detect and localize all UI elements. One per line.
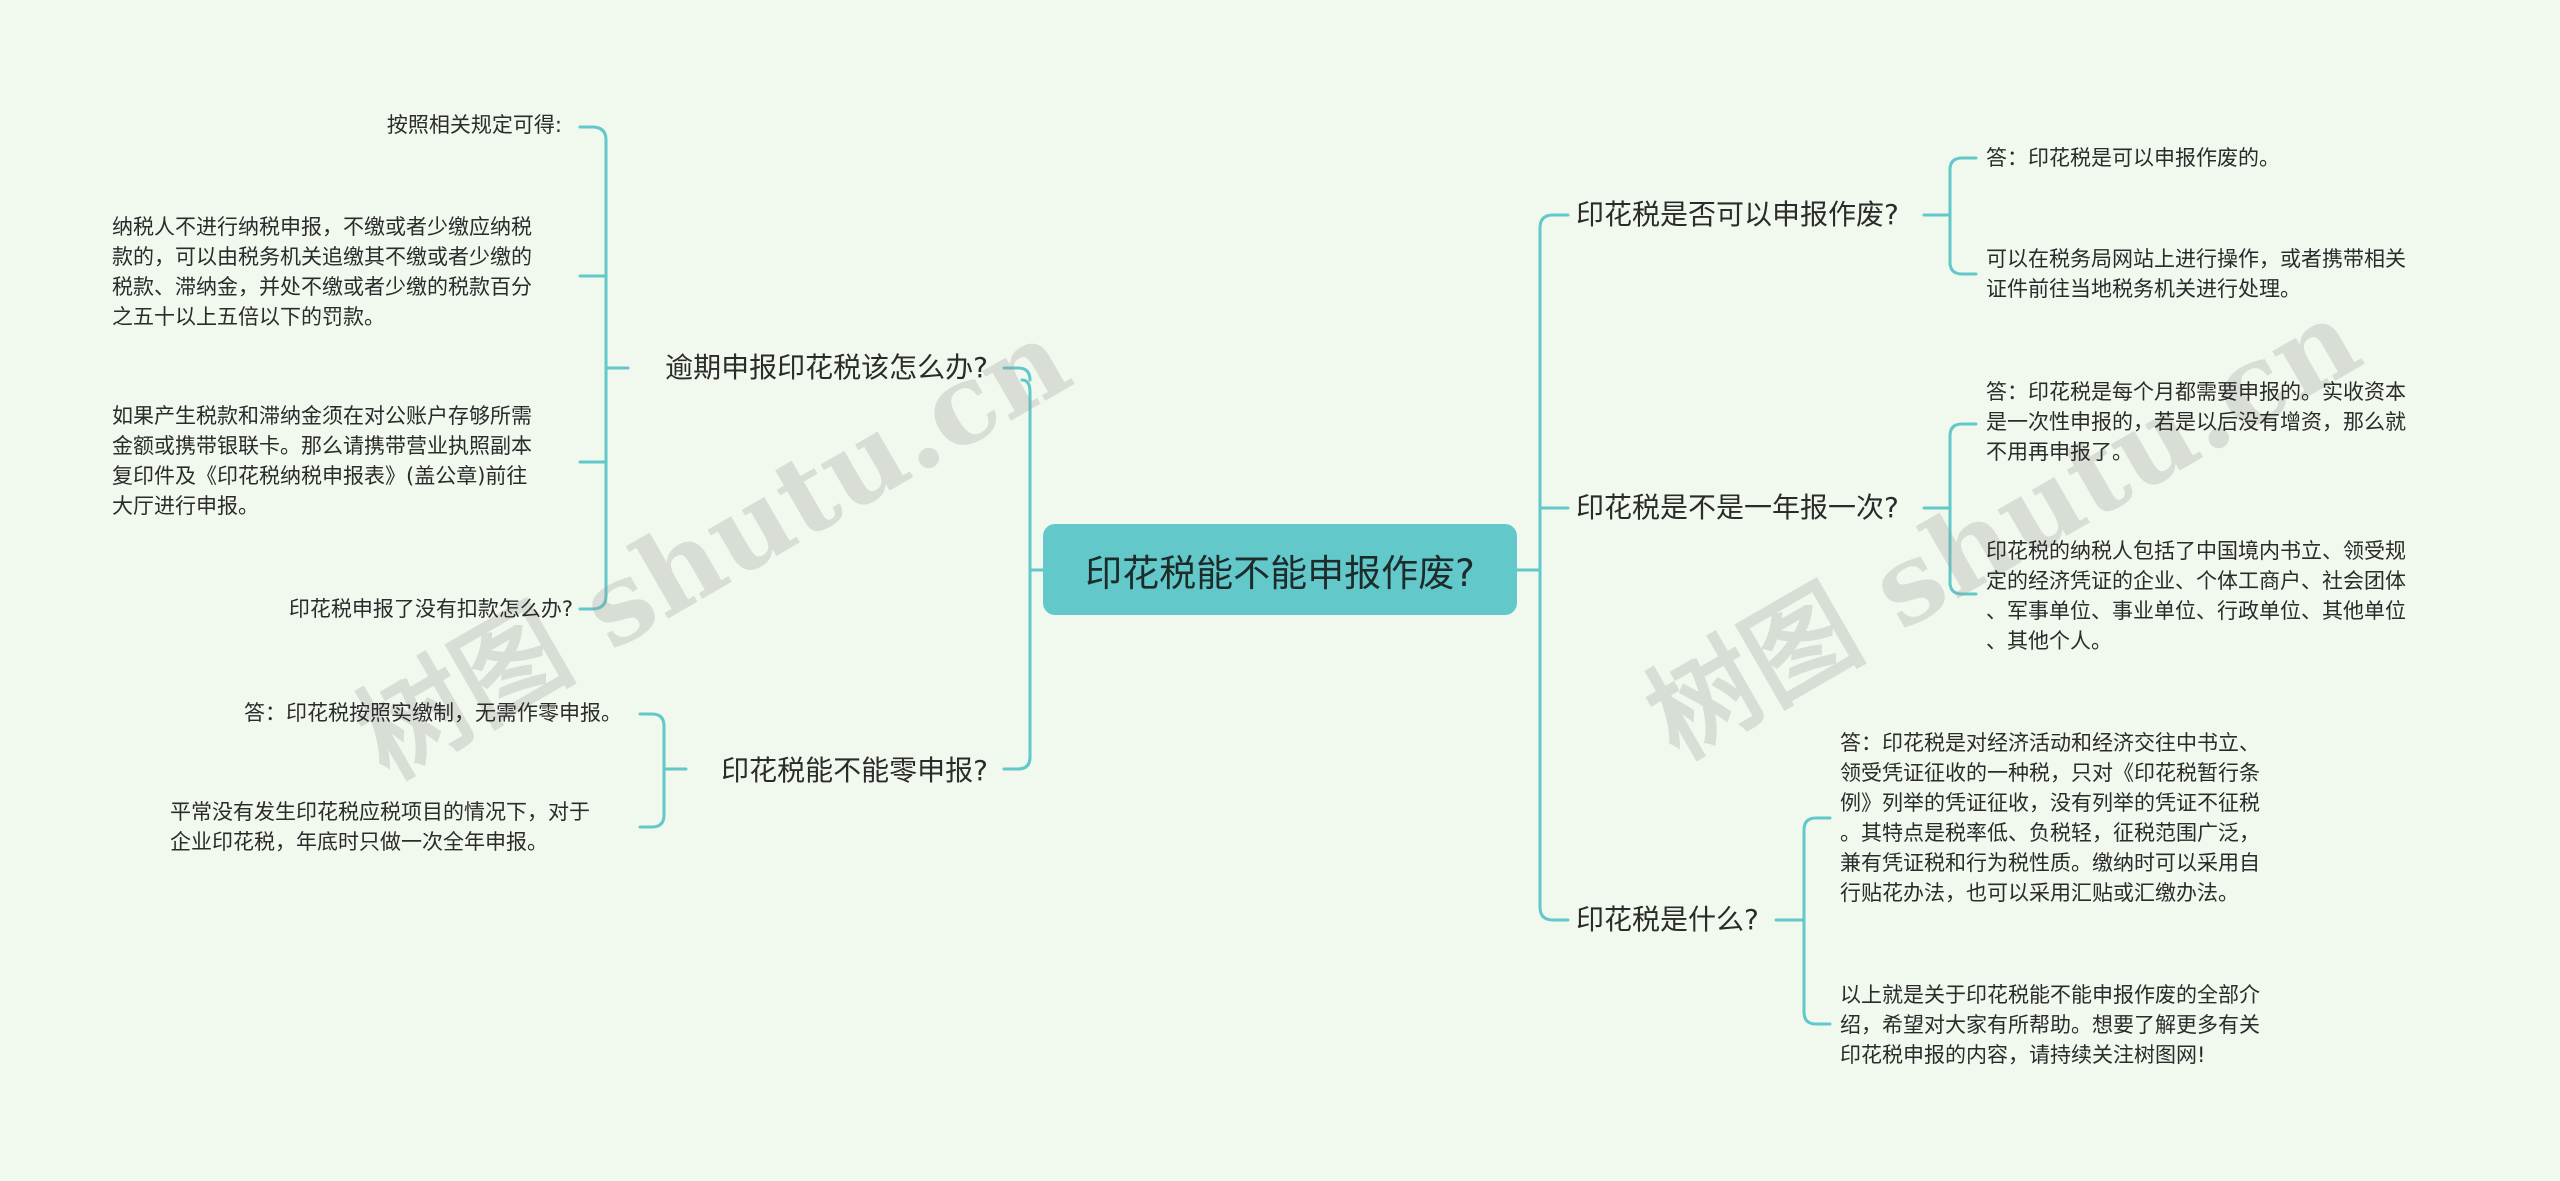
leaf-can-void-how: 可以在税务局网站上进行操作，或者携带相关 证件前往当地税务机关进行处理。 [1986, 247, 2406, 301]
leaf-overdue-no-deduction: 印花税申报了没有扣款怎么办? [288, 597, 573, 621]
connector-right-b3 [1774, 816, 1832, 1026]
leaf-what-is-answer: 答：印花税是对经济活动和经济交往中书立、 领受凭证征收的一种税，只对《印花税暂行… [1840, 731, 2260, 905]
leaf-zero-annual: 平常没有发生印花税应税项目的情况下，对于 企业印花税，年底时只做一次全年申报。 [170, 800, 590, 854]
branch-zero-filing[interactable]: 印花税能不能零申报? [721, 754, 988, 787]
leaf-what-is-conclusion: 以上就是关于印花税能不能申报作废的全部介 绍，希望对大家有所帮助。想要了解更多有… [1840, 983, 2260, 1067]
leaf-yearly-answer: 答：印花税是每个月都需要申报的。实收资本 是一次性申报的，若是以后没有增资，那么… [1986, 380, 2406, 464]
leaf-overdue-procedure: 如果产生税款和滞纳金须在对公账户存够所需 金额或携带银联卡。那么请携带营业执照副… [112, 404, 532, 518]
branch-can-void[interactable]: 印花税是否可以申报作废? [1576, 198, 1899, 231]
leaf-can-void-answer: 答：印花税是可以申报作废的。 [1986, 146, 2280, 170]
leaf-zero-answer: 答：印花税按照实缴制，无需作零申报。 [244, 701, 622, 725]
root-topic-label: 印花税能不能申报作废? [1085, 551, 1475, 595]
root-topic[interactable]: 印花税能不能申报作废? [1043, 524, 1517, 615]
leaf-overdue-basis: 按照相关规定可得: [386, 113, 562, 137]
branch-what-is[interactable]: 印花税是什么? [1576, 903, 1759, 936]
branch-yearly-filing[interactable]: 印花税是不是一年报一次? [1576, 491, 1899, 524]
branch-overdue-filing[interactable]: 逾期申报印花税该怎么办? [665, 351, 988, 384]
connector-right-spine [1538, 213, 1570, 922]
leaf-yearly-taxpayers: 印花税的纳税人包括了中国境内书立、领受规 定的经济凭证的企业、个体工商户、社会团… [1986, 539, 2406, 653]
leaf-overdue-penalty: 纳税人不进行纳税申报，不缴或者少缴应纳税 款的，可以由税务机关追缴其不缴或者少缴… [112, 215, 532, 329]
connector-right-b1 [1922, 156, 1978, 276]
